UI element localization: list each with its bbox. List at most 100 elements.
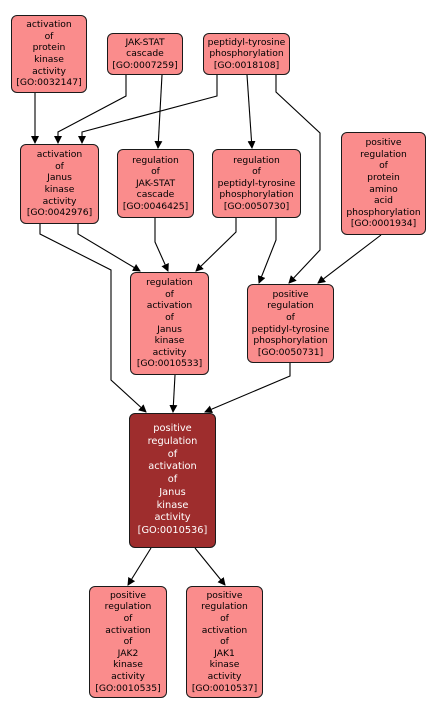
node-label-line: positive [206,589,243,601]
node-label-line: positive [365,137,402,149]
node-label-line: regulation [360,148,407,160]
node-label-line: [GO:0046425] [122,200,189,212]
node-label-line: activation [201,624,248,636]
node-label-line: protein [32,42,66,54]
node-label-line: [GO:0050731] [257,346,324,358]
node-label-line: of [220,636,229,648]
node-label-line: kinase [209,659,240,671]
node-label-line: phosphorylation [253,335,328,347]
node-label-line: kinase [113,659,143,671]
node-label-line: regulation [132,154,179,166]
node-label-line: activation [105,624,151,636]
node-label-line: [GO:0032147] [16,77,82,89]
node-label-line: regulation [104,601,152,613]
node-label-line: of [286,311,295,323]
node-label-line: regulation [146,277,193,289]
node-label-line: of [123,636,133,648]
node-label-line: activity [207,670,242,682]
node-label-line: phosphorylation [219,189,294,201]
node-label-line: [GO:0018108] [213,59,280,71]
node-label-line: peptidyl-tyrosine [207,36,286,48]
node-label-line: regulation [147,435,198,447]
edge-go0050731-to-go0010536 [204,363,291,413]
node-label-line: Janus [47,172,72,184]
node-label-line: cascade [126,48,164,60]
node-label-line: of [379,160,388,172]
node-label-line: regulation [267,300,314,312]
node-label-line: activity [32,65,66,77]
node-label-line: regulation [201,601,248,613]
node-label-line: of [167,448,178,460]
node-label-line: activation [148,461,197,473]
node-label-line: activation [36,149,83,161]
node-label-line: kinase [154,335,185,347]
node-label-line: kinase [44,184,75,195]
node-label-line: peptidyl-tyrosine [217,177,296,189]
node-label-line: regulation [233,154,280,166]
node-label-line: [GO:0010536] [137,525,208,537]
node-label-line: kinase [34,54,64,65]
node-label-line: of [44,30,54,42]
node-label-line: activity [154,512,191,524]
edge-go0010536-to-go0010535 [127,547,152,586]
node-label-line: Janus [159,486,186,498]
node-label-line: of [151,166,160,178]
edge-go0050730-to-go0050731 [257,218,277,284]
edge-go0007259-to-go0042976 [54,75,127,144]
node-label-line: [GO:0042976] [26,207,93,219]
node-label-line: JAK2 [117,647,139,659]
node-label-line: [GO:0050730] [223,200,290,212]
edge-go0046425-to-go0010533 [154,218,169,272]
node-label-line: cascade [136,189,175,201]
node-label-line: phosphorylation [346,206,421,218]
node-label-line: Janus [157,323,182,335]
node-label-line: acid [373,195,394,207]
node-label-line: phosphorylation [209,48,284,60]
node-label-line: activation [146,300,193,312]
node-label-line: amino [369,183,398,195]
node-label-line: [GO:0001934] [350,218,417,230]
edge-go0010533-to-go0010536 [169,374,178,413]
node-label-line: positive [153,422,192,434]
node-label-line: activity [111,670,145,682]
node-label-line: positive [272,288,309,300]
node-label-line: protein [367,171,400,183]
edge-go0042976-to-go0010533 [77,224,141,272]
edge-go0001934-to-go0050731 [317,234,382,284]
edge-go0050730-to-go0010533 [195,218,237,272]
node-label-line: of [220,613,229,625]
node-label-line: of [165,288,174,300]
edge-go0018108-to-go0050730 [246,74,256,149]
node-label-line: activation [26,19,72,31]
node-label-line: JAK1 [214,647,235,659]
node-label-line: of [123,613,133,625]
node-label-line: positive [109,589,147,601]
node-label-line: activity [152,346,187,358]
edge-go0042976-to-go0010536 [39,224,147,413]
edge-go0018108-to-go0050731 [275,75,321,284]
node-label-line: JAK-STAT [125,36,165,48]
node-label-line: of [252,166,261,178]
node-label-line: [GO:0010535] [95,682,161,694]
node-label-line: [GO:0010533] [136,358,203,370]
node-label-line: of [167,474,178,486]
node-label-line: [GO:0007259] [112,59,178,71]
node-label-line: [GO:0010537] [191,682,258,694]
node-label-line: of [165,311,174,323]
node-label-line: activity [42,195,77,207]
node-label-line: kinase [156,499,189,511]
edge-go0010536-to-go0010537 [194,547,226,586]
